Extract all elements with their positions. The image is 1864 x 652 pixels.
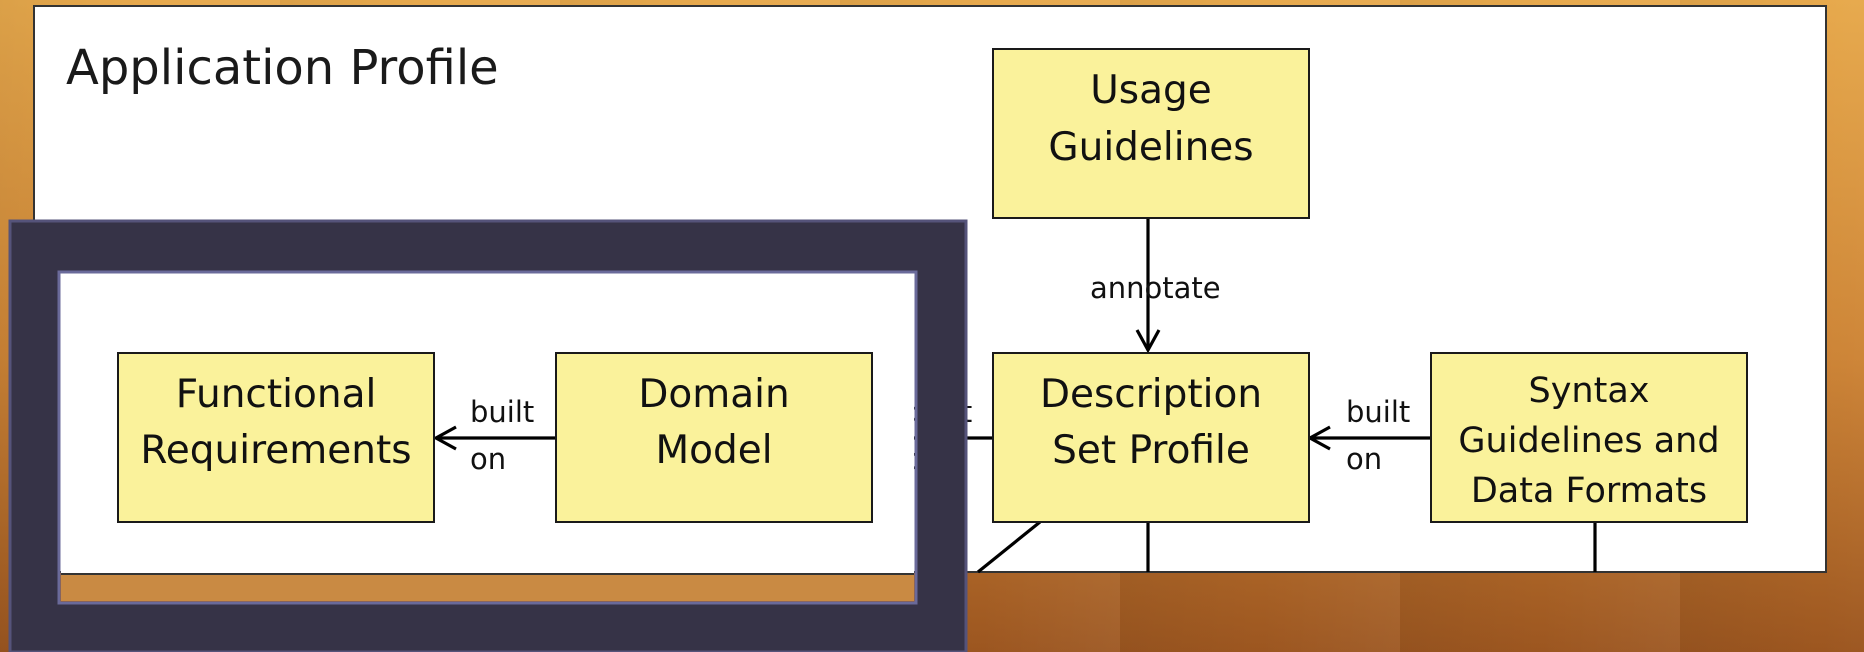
node-description-set-profile: Description Set Profile [992, 352, 1310, 523]
node-label: Description [1040, 372, 1262, 417]
built-on-label-line1: built [1346, 395, 1410, 429]
overlay-frame [10, 221, 966, 652]
node-label: Usage [1090, 68, 1212, 113]
built-on-label-line1: built [470, 395, 534, 429]
node-label: Functional [176, 372, 377, 417]
node-label: Guidelines and [1458, 421, 1719, 461]
node-label: Data Formats [1471, 471, 1707, 511]
node-label: Set Profile [1052, 428, 1250, 473]
page-title: Application Profile [66, 40, 499, 96]
overlay-frame-inner-border [57, 270, 918, 605]
node-label: Guidelines [1048, 125, 1253, 170]
annotate-label: annotate [1090, 271, 1221, 305]
node-domain-model: Domain Model [555, 352, 873, 523]
node-functional-requirements: Functional Requirements [117, 352, 435, 523]
node-usage-guidelines: Usage Guidelines [992, 48, 1310, 219]
node-label: Domain [638, 372, 789, 417]
built-on-label-line2: on [470, 442, 506, 476]
overlay-frame-edge [8, 219, 968, 652]
node-label: Syntax [1529, 371, 1650, 411]
node-label: Requirements [140, 428, 411, 473]
built-on-label-line2: on [1346, 442, 1382, 476]
inner-window: built on Functional Requirements Domain … [61, 274, 914, 601]
inner-window-bottom-strip [61, 574, 914, 601]
node-syntax-guidelines: Syntax Guidelines and Data Formats [1430, 352, 1748, 523]
node-label: Model [655, 428, 772, 473]
connector-line [976, 520, 1042, 574]
